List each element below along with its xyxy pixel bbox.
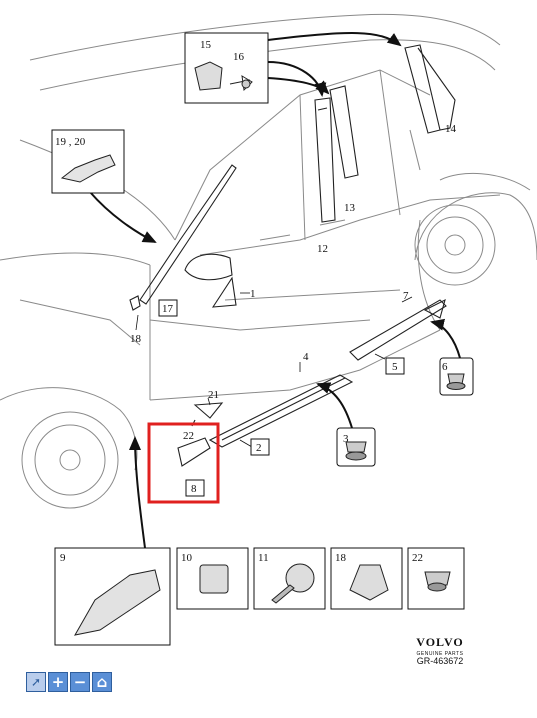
brand-tagline: GENUINE PARTS bbox=[416, 651, 464, 657]
box-label-9: 9 bbox=[60, 552, 66, 564]
callout-12: 12 bbox=[317, 243, 328, 255]
leader-arrows bbox=[89, 32, 461, 549]
callout-1: 1 bbox=[250, 288, 256, 300]
callout-21: 21 bbox=[208, 389, 219, 401]
callout-16: 16 bbox=[233, 51, 245, 63]
bottom-box-22 bbox=[407, 547, 465, 610]
box-label-11: 11 bbox=[258, 552, 269, 564]
callout-14: 14 bbox=[445, 123, 457, 135]
callout-13: 13 bbox=[344, 202, 356, 214]
boxed-callout-frames bbox=[158, 299, 405, 497]
callout-18: 18 bbox=[130, 333, 142, 345]
box-label-22: 22 bbox=[412, 552, 423, 564]
pointer-icon[interactable]: ➚ bbox=[26, 672, 46, 692]
callout-4: 4 bbox=[303, 351, 309, 363]
part-3-clip bbox=[336, 427, 376, 467]
brand-logo-text: VOLVO bbox=[416, 635, 464, 649]
diagram-reference: GR-463672 bbox=[416, 656, 464, 666]
inset-15-16 bbox=[184, 32, 269, 104]
bottom-box-9 bbox=[54, 547, 171, 646]
thin-leaders bbox=[135, 292, 413, 448]
zoom-out-icon[interactable]: − bbox=[70, 672, 90, 692]
callout-3: 3 bbox=[343, 433, 349, 445]
inset-19-20 bbox=[51, 129, 125, 194]
callout-19-20: 19 , 20 bbox=[55, 136, 86, 148]
box-label-10: 10 bbox=[181, 552, 193, 564]
zoom-in-icon[interactable]: + bbox=[48, 672, 68, 692]
callout-22: 22 bbox=[183, 430, 194, 442]
home-icon[interactable]: ⌂ bbox=[92, 672, 112, 692]
callout-8: 8 bbox=[191, 483, 197, 495]
highlight-box bbox=[147, 422, 220, 504]
bottom-box-10 bbox=[176, 547, 249, 610]
car-outline bbox=[0, 13, 537, 509]
bottom-box-18 bbox=[330, 547, 403, 610]
callout-5: 5 bbox=[392, 361, 398, 373]
bottom-box-11 bbox=[253, 547, 326, 610]
part-6-clip bbox=[439, 357, 474, 396]
callout-15: 15 bbox=[200, 39, 212, 51]
volvo-genuine-parts-logo: VOLVO GENUINE PARTS bbox=[405, 635, 475, 657]
box-label-18: 18 bbox=[335, 552, 347, 564]
callout-6: 6 bbox=[442, 361, 448, 373]
trim-parts bbox=[129, 44, 456, 467]
callout-17: 17 bbox=[162, 303, 174, 315]
callout-2: 2 bbox=[256, 442, 262, 454]
callout-7: 7 bbox=[403, 290, 409, 302]
viewer-toolbar: ➚ + − ⌂ bbox=[26, 672, 112, 692]
